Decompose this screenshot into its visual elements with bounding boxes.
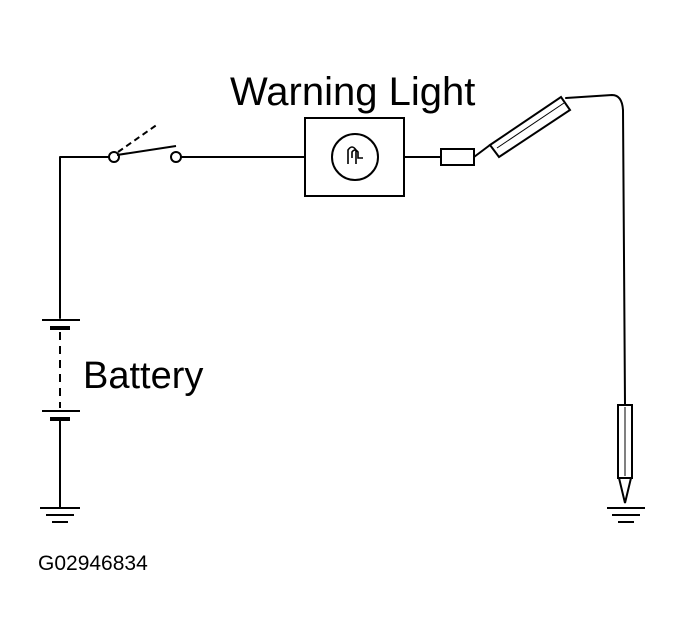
switch <box>108 123 182 163</box>
probe-lead-wire <box>565 94 626 406</box>
ground-symbol-left <box>40 507 80 523</box>
bulb-filament-icon <box>347 146 363 164</box>
warning-light-lamp <box>304 117 405 197</box>
connector <box>440 148 475 166</box>
battery-label: Battery <box>83 355 203 397</box>
figure-id-label: G02946834 <box>38 552 148 575</box>
ground-symbol-right <box>607 507 645 523</box>
test-probe-lower <box>617 404 633 504</box>
left-wire <box>59 156 109 319</box>
test-probe-upper <box>473 95 572 159</box>
warning-light-label: Warning Light <box>230 70 475 114</box>
battery-symbol <box>42 319 80 421</box>
